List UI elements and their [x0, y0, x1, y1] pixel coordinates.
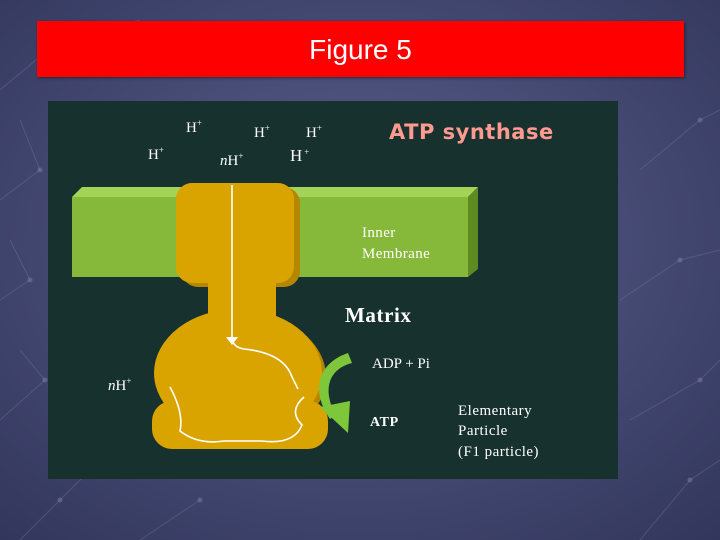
head-outline-path: [169, 386, 305, 443]
membrane-label-line1: Inner: [362, 225, 396, 241]
proton-label: H+: [186, 118, 202, 136]
proton-label: H+: [306, 123, 322, 141]
matrix-label: Matrix: [345, 303, 412, 327]
proton-path-arrowhead: [226, 337, 238, 345]
atp-synthase-diagram: ATP synthase H+ H+ H+ H+ H+ nH+ Inner Me…: [72, 118, 554, 460]
particle-label-line1: Elementary: [458, 403, 532, 419]
particle-label-line3: (F1 particle): [458, 444, 539, 460]
proton-label: H+: [254, 123, 270, 141]
f1-particle-base: [152, 401, 328, 449]
reaction-arrow-body: [318, 353, 352, 419]
slide-title: Figure 5: [309, 34, 412, 65]
diagram-heading: ATP synthase: [389, 120, 554, 144]
n-proton-matrix-label: nH+: [108, 376, 131, 394]
membrane-label-line2: Membrane: [362, 246, 430, 262]
atp-product-label: ATP: [370, 415, 399, 430]
reactants-label: ADP + Pi: [372, 356, 430, 372]
membrane-side-face: [468, 187, 478, 277]
reaction-arrow-head: [320, 401, 350, 433]
synthase-channel: [176, 183, 294, 283]
n-proton-label: nH+: [220, 151, 243, 169]
proton-label: H+: [148, 145, 164, 163]
title-bar: Figure 5: [37, 21, 684, 77]
proton-label: H+: [290, 146, 309, 165]
atp-synthase-figure: ATP synthase H+ H+ H+ H+ H+ nH+ Inner Me…: [48, 101, 618, 479]
particle-label-line2: Particle: [458, 423, 508, 439]
